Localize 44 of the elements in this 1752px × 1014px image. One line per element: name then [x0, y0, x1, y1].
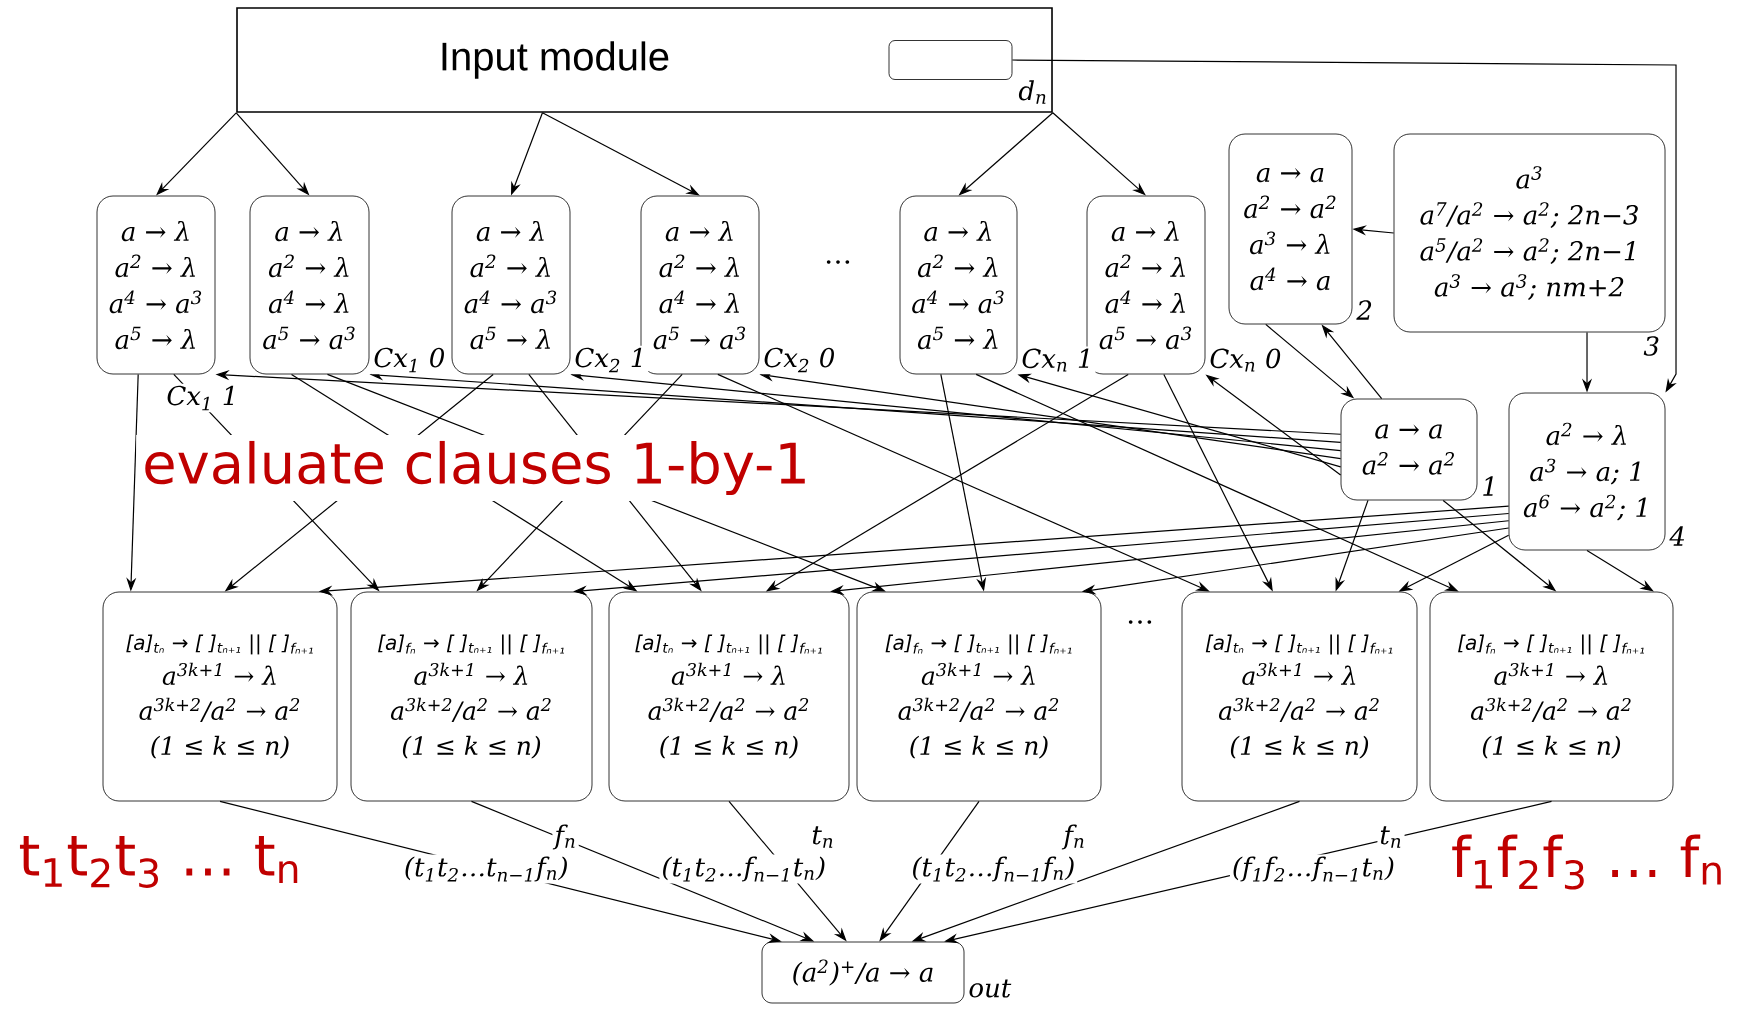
neuron-box: a → λ a$^{2}$ → λ a$^{4}$ → a$^{3}$ a$^{5}$ → λ [899, 195, 1018, 375]
neuron-label: t$_{n}$ [809, 824, 837, 850]
neuron-box: a$^{2}$ → λ a$^{3}$ → a; 1 a$^{6}$ → a$^{2}$; 1 [1508, 392, 1666, 551]
annotation: f$_{1}$f$_{2}$f$_{3}$ … f$_{n}$ [1444, 828, 1732, 896]
neuron-label: 4 [1667, 524, 1688, 548]
neuron-label: 2 [1354, 298, 1375, 322]
neuron-label: Cx$_{n}$ 0 [1207, 346, 1284, 374]
neuron-box: (a$^{2}$)$^{+}$/a → a [761, 941, 965, 1004]
annotation: t$_{1}$t$_{2}$t$_{3}$ … t$_{n}$ [12, 830, 308, 894]
neuron-label: f$_{n}$ [552, 822, 579, 852]
neuron-label: 1 [1479, 474, 1500, 498]
neuron-box: a → λ a$^{2}$ → λ a$^{4}$ → a$^{3}$ a$^{5}$ → λ [451, 195, 571, 375]
neuron-box: a → a a$^{2}$ → a$^{2}$ [1340, 398, 1478, 501]
neuron-label: (t$_{1}$t$_{2}$…f$_{n−1}$f$_{n}$) [909, 854, 1078, 884]
neuron-box: [a]$_{tₙ}$ → [ ]$_{tₙ₊₁}$ || [ ]$_{fₙ₊₁}$ a$^{3k+1}$ → λ a$^{3k+2}$/a$^{2}$ → a$^{2}$ (1 ≤ k ≤ n) [608, 591, 850, 802]
neuron-label: Cx$_{n}$ 1 [1019, 346, 1096, 374]
neuron-box: a → λ a$^{2}$ → λ a$^{4}$ → a$^{3}$ a$^{5}$ → λ [96, 195, 216, 375]
arrow [541, 112, 700, 196]
neuron-label: 3 [1641, 334, 1662, 358]
neuron-box: [a]$_{tₙ}$ → [ ]$_{tₙ₊₁}$ || [ ]$_{fₙ₊₁}$ a$^{3k+1}$ → λ a$^{3k+2}$/a$^{2}$ → a$^{2}$ (1 ≤ k ≤ n) [1181, 591, 1418, 802]
neuron-box: a$^{3}$ a$^{7}$/a$^{2}$ → a$^{2}$; 2n−3 a$^{5}$/a$^{2}$ → a$^{2}$; 2n−1 a$^{3}$ → a$^{3}$; nm+2 [1393, 133, 1666, 333]
ellipsis: … [1128, 620, 1152, 624]
neuron-box: a → a a$^{2}$ → a$^{2}$ a$^{3}$ → λ a$^{4}$ → a [1228, 133, 1353, 325]
annotation: evaluate clauses 1-by-1 [136, 434, 816, 502]
neuron-label: d$_{n}$ [1016, 78, 1050, 106]
neuron-label: Cx$_{1}$ 0 [371, 345, 448, 375]
neuron-label: Cx$_{2}$ 1 [572, 345, 649, 375]
neuron-label: f$_{n}$ [1061, 822, 1088, 852]
register-box [888, 40, 1013, 80]
neuron-label: (t$_{1}$t$_{2}$…t$_{n−1}$f$_{n}$) [401, 854, 571, 884]
neuron-box: a → λ a$^{2}$ → λ a$^{4}$ → λ a$^{5}$ → a$^{3}$ [640, 195, 760, 375]
neuron-label: Cx$_{1}$ 1 [164, 383, 241, 413]
neuron-label: Cx$_{2}$ 0 [761, 345, 838, 375]
neuron-box: [a]$_{tₙ}$ → [ ]$_{tₙ₊₁}$ || [ ]$_{fₙ₊₁}$ a$^{3k+1}$ → λ a$^{3k+2}$/a$^{2}$ → a$^{2}$ (1 ≤ k ≤ n) [102, 591, 338, 802]
neuron-label: out [966, 977, 1014, 1000]
neuron-box: [a]$_{fₙ}$ → [ ]$_{tₙ₊₁}$ || [ ]$_{fₙ₊₁}$ a$^{3k+1}$ → λ a$^{3k+2}$/a$^{2}$ → a$^{2}$ (1 ≤ k ≤ n) [856, 591, 1102, 802]
neuron-box: [a]$_{fₙ}$ → [ ]$_{tₙ₊₁}$ || [ ]$_{fₙ₊₁}$ a$^{3k+1}$ → λ a$^{3k+2}$/a$^{2}$ → a$^{2}$ (1 ≤ k ≤ n) [350, 591, 593, 802]
ellipsis: … [826, 260, 850, 264]
neuron-label: (f$_{1}$f$_{2}$…f$_{n−1}$t$_{n}$) [1229, 854, 1397, 884]
neuron-label: (t$_{1}$t$_{2}$…f$_{n−1}$t$_{n}$) [659, 854, 829, 884]
neuron-box: [a]$_{fₙ}$ → [ ]$_{tₙ₊₁}$ || [ ]$_{fₙ₊₁}$ a$^{3k+1}$ → λ a$^{3k+2}$/a$^{2}$ → a$^{2}$ (1 ≤ k ≤ n) [1429, 591, 1674, 802]
neuron-box: a → λ a$^{2}$ → λ a$^{4}$ → λ a$^{5}$ → a$^{3}$ [249, 195, 370, 375]
arrow [1052, 112, 1146, 196]
neuron-label: t$_{n}$ [1377, 824, 1405, 850]
